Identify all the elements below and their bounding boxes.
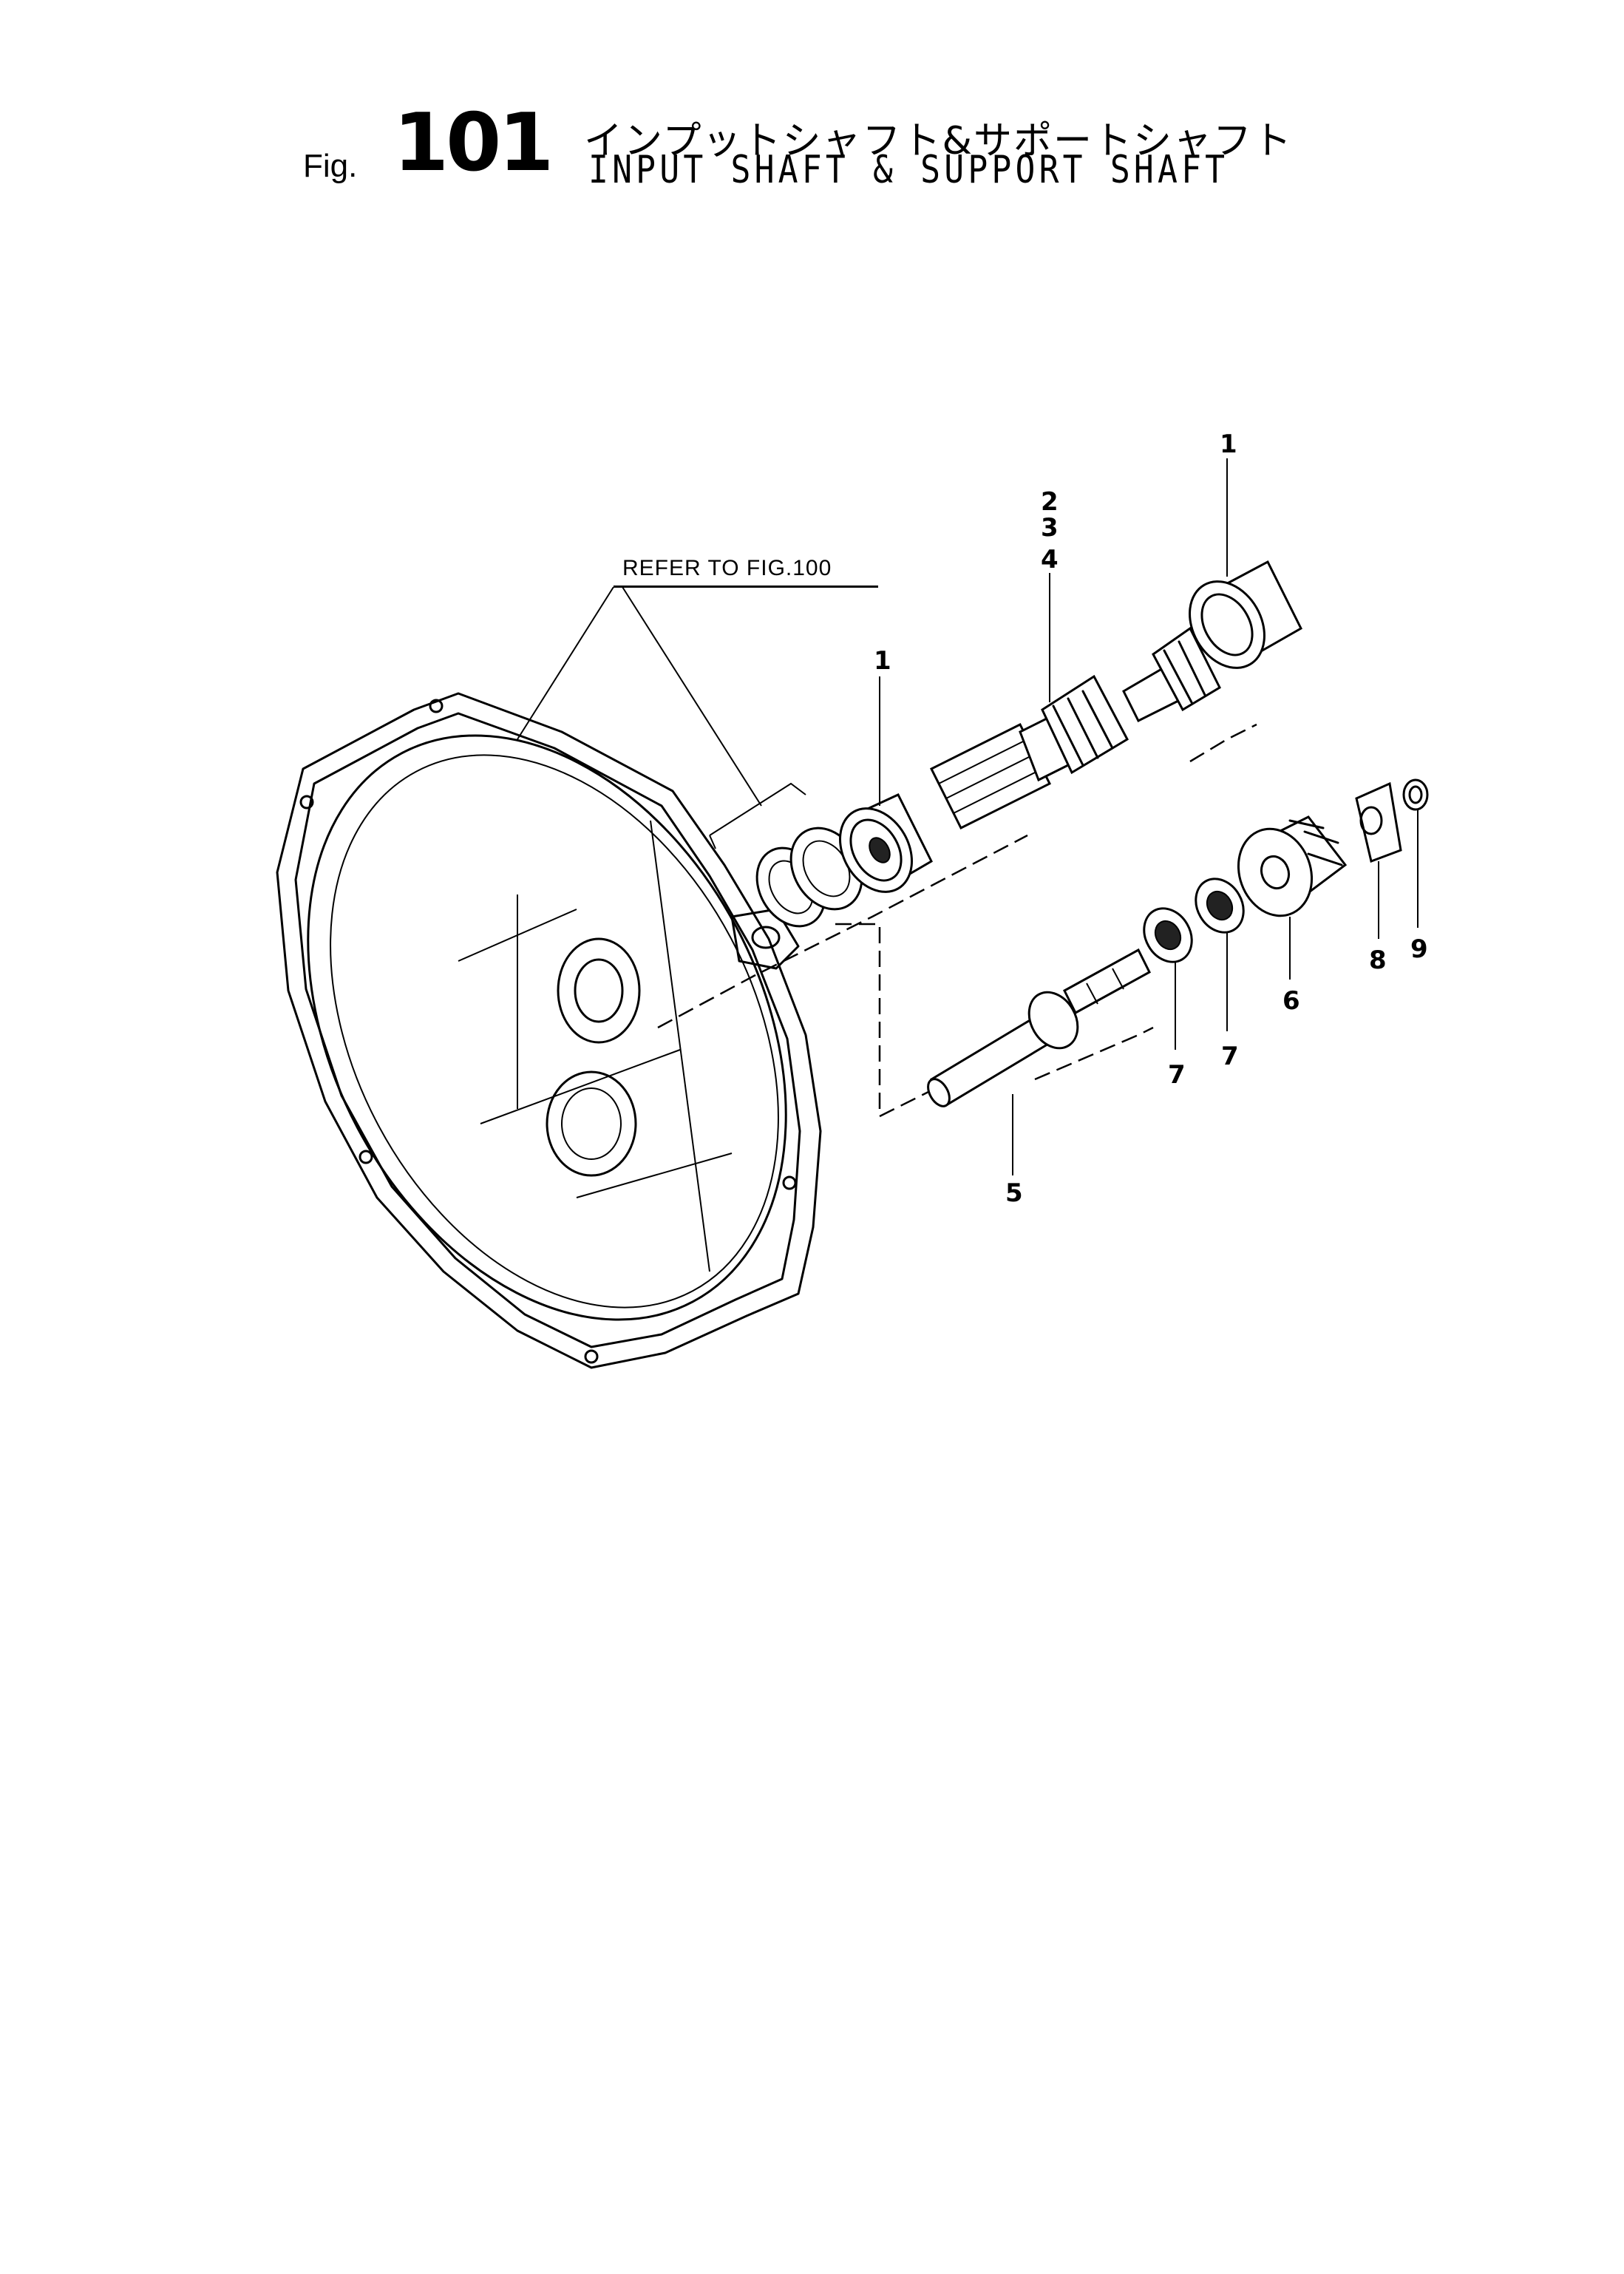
bearing-left: [839, 793, 933, 893]
callout-leaders: [879, 458, 1419, 1175]
clutch-housing: [276, 692, 822, 1369]
support-shaft: [927, 948, 1151, 1107]
needle-bearings: [1143, 878, 1245, 963]
callout-bearing-right: 1: [1220, 430, 1237, 459]
figure-title-japanese: インプットシャフト&サポートシャフト: [584, 119, 1293, 163]
callout-idler-gear: 6: [1282, 986, 1300, 1016]
refer-note-underline: [614, 586, 878, 588]
callout-needle-bearing-right: 7: [1221, 1042, 1239, 1071]
callout-gear-2: 2: [1041, 487, 1059, 517]
thrust-plate: [1355, 781, 1402, 863]
callout-gear-3: 3: [1041, 513, 1059, 543]
callout-bearing-left: 1: [874, 646, 891, 676]
callout-plate: 8: [1369, 946, 1387, 975]
callout-ring: 9: [1410, 934, 1428, 964]
refer-leader-lines: [517, 586, 806, 849]
figure-prefix: Fig.: [303, 148, 358, 184]
bearing-right: [1189, 560, 1302, 669]
idler-gear: [1237, 815, 1348, 917]
refer-to-figure-note: REFER TO FIG.100: [622, 556, 832, 580]
figure-number: 101: [393, 97, 554, 189]
callout-support-shaft: 5: [1005, 1178, 1023, 1208]
input-shaft: [929, 626, 1221, 830]
figure-title-english: INPUT SHAFT & SUPPORT SHAFT: [588, 148, 1229, 192]
assembly-axis-lines: [657, 723, 1257, 1119]
callout-needle-bearing-left: 7: [1168, 1060, 1186, 1090]
callout-gear-4: 4: [1041, 545, 1059, 574]
snap-ring: [1402, 778, 1429, 811]
